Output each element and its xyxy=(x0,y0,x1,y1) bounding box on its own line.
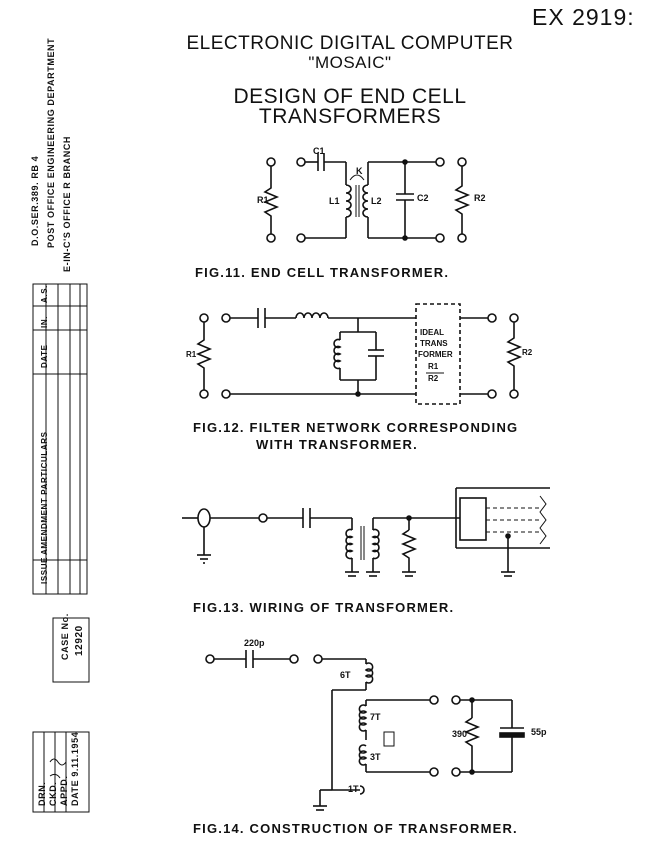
fig11-caption: FIG.11. END CELL TRANSFORMER. xyxy=(195,265,450,280)
fig14-schematic xyxy=(205,650,525,811)
fig12-r2-label: R2 xyxy=(522,348,533,357)
drawing-subtitle-line-1: DESIGN OF END CELL xyxy=(233,85,467,108)
fig11-l1-label: L1 xyxy=(329,196,340,206)
fig12-ideal-line-1: IDEAL xyxy=(420,328,444,337)
handwritten-initials xyxy=(49,758,67,779)
fig13-schematic xyxy=(182,487,550,577)
fig12-r1-label: R1 xyxy=(186,350,197,359)
drawing-title-line-2: "MOSAIC" xyxy=(308,53,392,72)
fig11-c1-label: C1 xyxy=(313,146,325,156)
fig12-ideal-line-2: TRANS xyxy=(420,339,448,348)
fig11-c2-label: C2 xyxy=(417,193,429,203)
case-number-box xyxy=(52,617,90,683)
fig12-schematic xyxy=(195,303,523,405)
amendment-table xyxy=(32,283,88,595)
fig11-r1-label: R1 xyxy=(257,195,269,205)
fig12-ratio-denominator: R2 xyxy=(428,374,439,383)
fig12-caption-line-1: FIG.12. FILTER NETWORK CORRESPONDING xyxy=(193,420,519,435)
fig14-1t-label: 1T xyxy=(348,784,359,794)
fig11-schematic xyxy=(262,153,471,243)
fig14-7t-label: 7T xyxy=(370,712,381,722)
fig14-capacitor-55p-label: 55p xyxy=(531,727,547,737)
drawing-reference-number: EX 2919: xyxy=(532,4,635,30)
fig12-ideal-line-3: FORMER xyxy=(418,350,453,359)
drawing-title-line-1: ELECTRONIC DIGITAL COMPUTER xyxy=(186,33,514,54)
fig13-caption: FIG.13. WIRING OF TRANSFORMER. xyxy=(193,600,455,615)
fig11-l2-label: L2 xyxy=(371,196,382,206)
fig11-r2-label: R2 xyxy=(474,193,486,203)
signature-box xyxy=(32,731,90,813)
fig14-caption: FIG.14. CONSTRUCTION OF TRANSFORMER. xyxy=(193,821,518,836)
fig14-capacitor-label: 220p xyxy=(244,638,265,648)
fig14-3t-label: 3T xyxy=(370,752,381,762)
fig12-ratio-numerator: R1 xyxy=(428,362,439,371)
fig14-resistor-label: 390 xyxy=(452,729,468,739)
fig14-6t-label: 6T xyxy=(340,670,351,680)
drawing-subtitle-line-2: TRANSFORMERS xyxy=(258,105,442,128)
fig12-caption-line-2: WITH TRANSFORMER. xyxy=(256,437,418,452)
fig11-k-label: K xyxy=(356,166,363,176)
